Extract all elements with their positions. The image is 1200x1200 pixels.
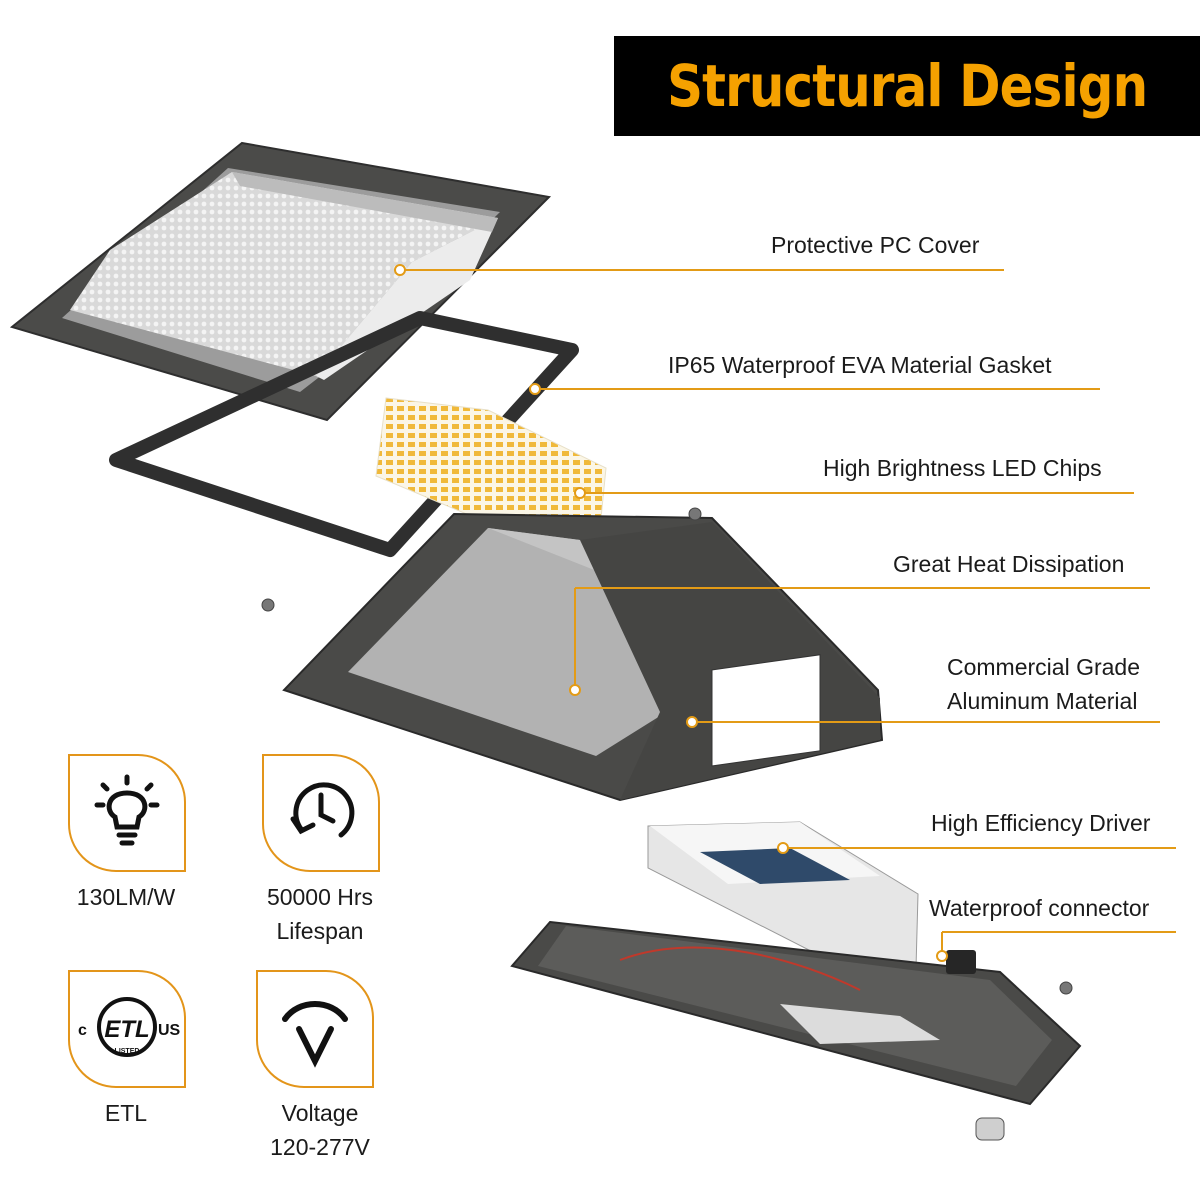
page-title: Structural Design — [666, 52, 1148, 120]
etl-listed-logo: c ETL US LISTED — [78, 997, 181, 1057]
callout-led-chips: High Brightness LED Chips — [823, 455, 1102, 481]
callout-protective-pc-cover: Protective PC Cover — [771, 232, 980, 258]
callout-lines — [394, 264, 1176, 962]
clock-refresh-icon — [290, 782, 355, 838]
bulb-icon-badge — [68, 754, 186, 872]
svg-text:ETL: ETL — [104, 1016, 149, 1043]
callout-waterproof-gasket: IP65 Waterproof EVA Material Gasket — [668, 352, 1052, 378]
feature-voltage-line1: Voltage — [281, 1100, 359, 1126]
feature-lifespan-line2: Lifespan — [276, 918, 364, 944]
bulb-icon — [94, 774, 160, 846]
voltage-icon — [282, 1001, 348, 1068]
callout-aluminum-line1: Commercial Grade — [947, 654, 1140, 680]
svg-text:US: US — [158, 1022, 181, 1039]
feature-lifespan-line1: 50000 Hrs — [266, 884, 374, 910]
feature-voltage-line2: 120-277V — [270, 1134, 370, 1160]
callout-waterproof-connector: Waterproof connector — [929, 895, 1150, 921]
voltage-badge — [256, 970, 374, 1088]
feature-cert-label: ETL — [104, 1100, 148, 1126]
driver — [647, 821, 919, 973]
etl-badge: c ETL US LISTED — [68, 970, 186, 1088]
clock-icon-badge — [262, 754, 380, 872]
feature-efficacy-label: 130LM/W — [76, 884, 176, 910]
pc-cover — [9, 141, 552, 422]
callout-heat-dissipation: Great Heat Dissipation — [893, 551, 1125, 577]
callout-aluminum-line2: Aluminum Material — [947, 688, 1138, 714]
waterproof-connector — [946, 950, 1005, 1141]
aluminum-housing — [282, 512, 884, 802]
back-plate — [510, 920, 1082, 1106]
gasket — [109, 311, 579, 557]
screws — [261, 507, 1073, 995]
svg-text:c: c — [78, 1022, 87, 1039]
callout-driver: High Efficiency Driver — [931, 810, 1151, 836]
title-banner: Structural Design — [614, 36, 1200, 136]
svg-text:LISTED: LISTED — [115, 1048, 140, 1055]
